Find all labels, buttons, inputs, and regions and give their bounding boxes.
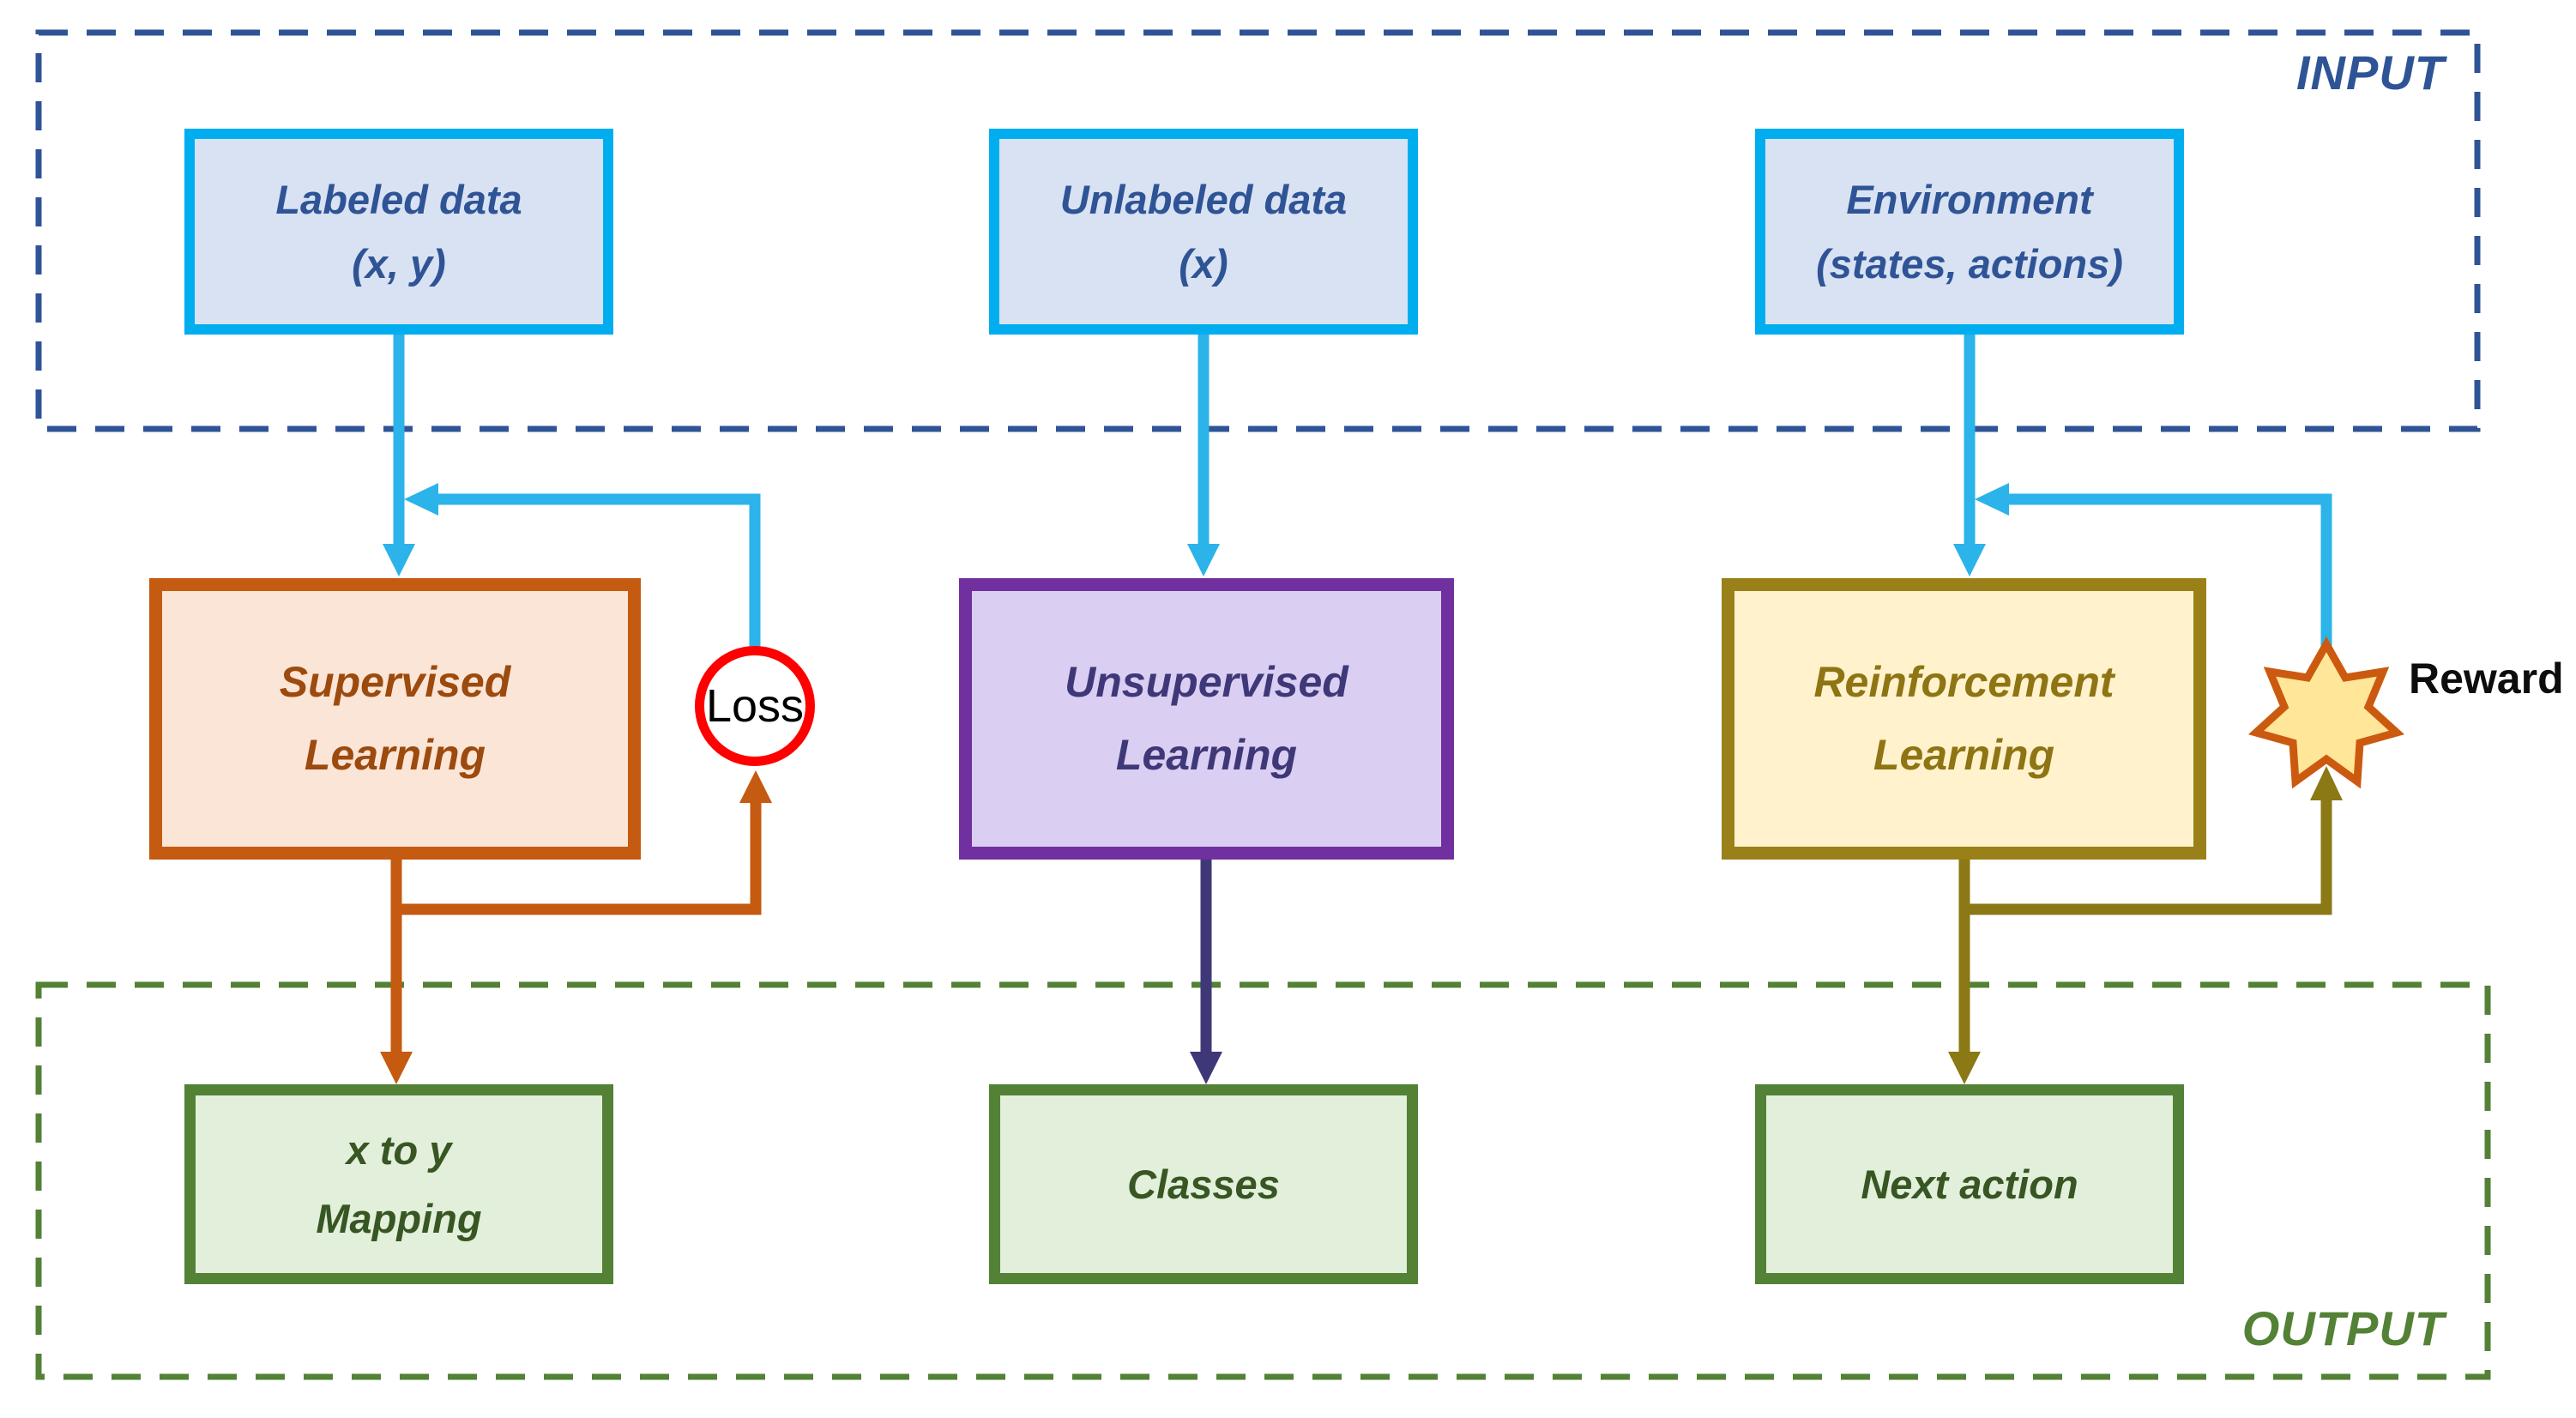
orange-arrowheads (380, 770, 772, 1084)
classes-line1: Classes (1127, 1161, 1280, 1207)
mapping-line2: Mapping (316, 1195, 482, 1241)
branch-supervised-to-loss (396, 803, 762, 915)
loss-feedback-line (437, 493, 761, 646)
reward-label: Reward (2409, 655, 2564, 703)
box-unlabeled-data-line1: Unlabeled data (1059, 176, 1348, 222)
box-reinforcement-learning: Reinforcement Learning (1722, 578, 2206, 860)
cyan-connectors (393, 335, 2332, 646)
loss-label: Loss (705, 680, 805, 732)
box-xy-mapping: x to y Mapping (184, 1084, 613, 1284)
arrowhead-into-reward (2310, 766, 2343, 800)
supervised-line1: Supervised (279, 658, 511, 706)
box-environment: Environment (states, actions) (1755, 129, 2184, 335)
box-labeled-data: Labeled data (x, y) (184, 129, 613, 335)
input-group-label: INPUT (2296, 45, 2445, 100)
loss-circle: Loss (695, 646, 815, 766)
reinforcement-line2: Learning (1873, 731, 2055, 779)
box-environment-line2: (states, actions) (1816, 241, 2123, 287)
unsupervised-line2: Learning (1115, 731, 1298, 779)
reinforcement-line1: Reinforcement (1813, 658, 2114, 706)
input-group-border (35, 29, 2481, 432)
supervised-line2: Learning (304, 731, 486, 779)
reward-star-icon (2247, 636, 2405, 789)
reward-feedback-line (2008, 493, 2332, 646)
olive-connectors (1958, 800, 2332, 1052)
output-group-label: OUTPUT (2241, 1301, 2445, 1355)
arrowhead-into-reinforcement (1953, 544, 1986, 576)
arrowhead-into-mapping (380, 1052, 413, 1084)
orange-connectors (390, 803, 762, 1052)
olive-arrowheads (1948, 766, 2343, 1084)
unsupervised-line1: Unsupervised (1065, 658, 1348, 706)
branch-reinforcement-to-reward (1964, 800, 2332, 915)
arrowhead-into-unsupervised (1187, 544, 1220, 576)
arrowhead-reward-feedback (1975, 483, 2009, 516)
box-next-action: Next action (1755, 1084, 2184, 1284)
box-classes: Classes (989, 1084, 1418, 1284)
box-labeled-data-line2: (x, y) (352, 241, 446, 287)
box-unlabeled-data: Unlabeled data (x) (989, 129, 1418, 335)
box-unsupervised-learning: Unsupervised Learning (959, 578, 1454, 860)
arrowhead-into-loss (739, 770, 772, 803)
output-group-border (35, 981, 2491, 1380)
arrowhead-into-nextaction (1948, 1052, 1981, 1084)
box-supervised-learning: Supervised Learning (149, 578, 641, 860)
nextaction-line1: Next action (1861, 1161, 2078, 1207)
box-environment-line1: Environment (1846, 176, 2093, 222)
arrowhead-into-supervised (383, 544, 415, 576)
arrowhead-into-classes (1190, 1052, 1222, 1084)
mapping-line1: x to y (346, 1126, 452, 1173)
box-labeled-data-line1: Labeled data (275, 176, 522, 222)
cyan-arrowheads (383, 483, 2009, 576)
box-unlabeled-data-line2: (x) (1179, 241, 1228, 287)
arrowhead-loss-feedback (404, 483, 438, 516)
